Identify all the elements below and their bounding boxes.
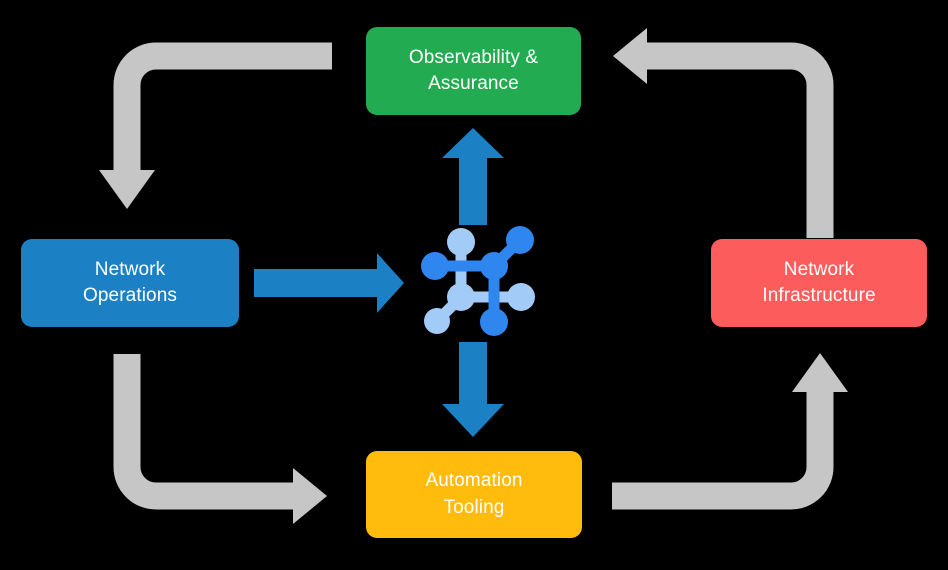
arrow-network-infrastructure-to-observability [613,28,834,238]
node-label-network-operations: Network Operations [83,257,177,309]
arrow-center-to-automation-tooling [442,342,504,437]
node-network-infrastructure[interactable]: Network Infrastructure [711,239,927,327]
node-label-automation-tooling: Automation Tooling [425,468,522,520]
node-automation-tooling[interactable]: Automation Tooling [366,451,582,538]
node-label-line2: Operations [83,285,177,306]
node-label-line1: Network [783,258,855,280]
node-label-network-infrastructure: Network Infrastructure [762,257,875,309]
arrow-network-operations-to-automation-tooling [113,354,327,524]
node-network-operations[interactable]: Network Operations [21,239,239,327]
arrow-observability-to-network-operations [99,42,332,209]
node-label-line2: Assurance [428,73,519,94]
node-label-line2: Tooling [443,496,505,518]
node-label-line1: Network [94,258,166,280]
network-topology-icon [421,226,535,336]
arrow-center-to-observability [442,128,504,225]
arrow-network-operations-to-center [254,253,404,313]
node-observability-assurance[interactable]: Observability & Assurance [366,27,581,115]
node-label-observability: Observability & Assurance [409,45,538,97]
arrow-automation-tooling-to-network-infrastructure [612,353,848,510]
node-label-line1: Automation [425,470,523,492]
node-label-line2: Infrastructure [762,285,876,306]
node-label-line1: Observability & [408,46,539,68]
